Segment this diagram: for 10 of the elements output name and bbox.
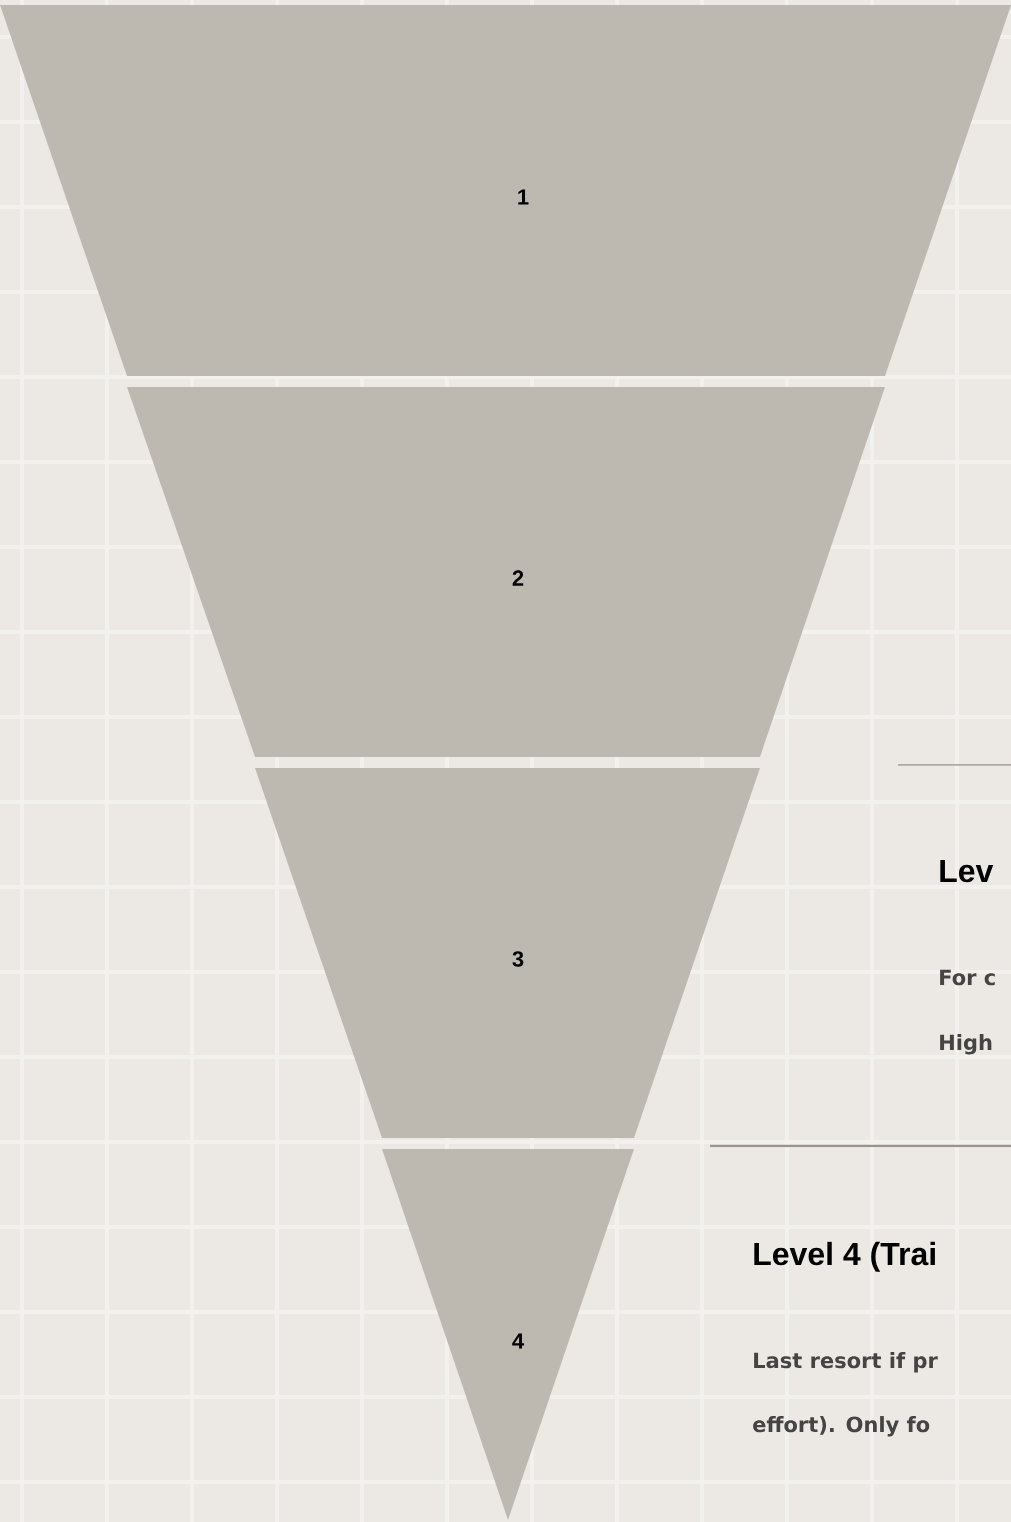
funnel-band: 2 [127,387,885,757]
level-heading: Level 4 (Trai [754,1241,935,1272]
description-text: For c [940,969,995,986]
description-text: High [940,1034,992,1055]
level-heading: Lev [940,860,994,883]
funnel-band: 3 [255,768,760,1138]
description-text: Last resort if pr [754,1352,938,1373]
description-text: effort). Only fo [753,1416,930,1437]
funnel-band: 1 [0,5,1011,376]
funnel-band: 4 [382,1149,634,1520]
